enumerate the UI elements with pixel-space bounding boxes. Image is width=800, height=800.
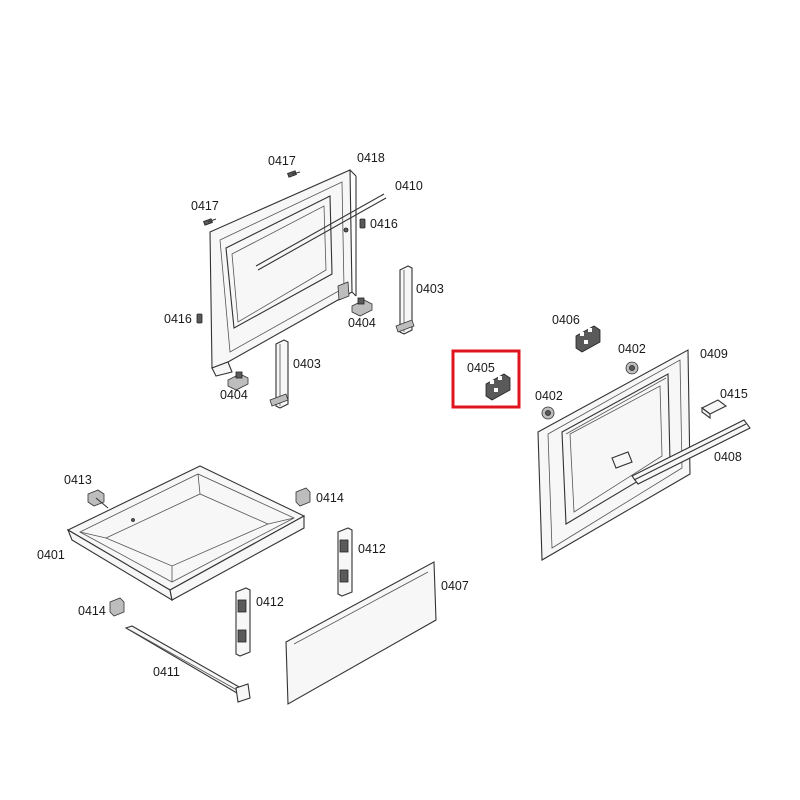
callout-0412-bottom: 0412 [256,595,284,609]
callout-0412-top: 0412 [358,542,386,556]
callout-0408: 0408 [714,450,742,464]
callout-0414-right: 0414 [316,491,344,505]
tray-clip-0414-right[interactable] [295,487,311,507]
tray-clip-0413[interactable] [87,489,109,509]
callout-0410: 0410 [395,179,423,193]
callout-0416-left: 0416 [164,312,192,326]
callout-0405: 0405 [467,361,495,375]
callout-0401: 0401 [37,548,65,562]
callout-0415: 0415 [720,387,748,401]
glass-pane-0410[interactable] [255,193,387,271]
callout-0404-right: 0404 [348,316,376,330]
tray-clip-0414-left[interactable] [109,597,125,617]
hinge-block-0406[interactable] [575,325,601,353]
callout-0411: 0411 [153,665,180,679]
hinge-0403-left[interactable] [269,339,289,409]
callout-0417-top: 0417 [268,154,296,168]
callout-0403-right: 0403 [416,282,444,296]
bearing-0402-bottom[interactable] [541,406,555,420]
slide-bracket-0412-top[interactable] [337,527,353,597]
handle-end-0415[interactable] [700,399,728,420]
bearing-0402-top[interactable] [625,361,639,375]
highlight-box-0405 [451,349,521,409]
callout-0416-right: 0416 [370,217,398,231]
bracket-0404-left[interactable] [227,371,249,391]
door-frame-0418[interactable] [209,169,357,377]
callout-0407: 0407 [441,579,469,593]
hinge-block-0405[interactable] [485,373,511,401]
outer-door-0409[interactable] [537,349,691,561]
baking-tray-0401[interactable] [66,465,306,602]
rail-0411[interactable] [124,625,251,703]
slide-bracket-0412-bottom[interactable] [235,587,251,657]
callout-0404-left: 0404 [220,388,248,402]
callout-0409: 0409 [700,347,728,361]
hinge-0403-right[interactable] [395,265,415,335]
callout-0406: 0406 [552,313,580,327]
callout-0402-top: 0402 [618,342,646,356]
bracket-0404-right[interactable] [351,297,373,317]
callout-0413: 0413 [64,473,92,487]
clip-0416-left[interactable] [196,313,203,324]
screw-0417-left[interactable] [203,218,217,226]
callout-0402-bottom: 0402 [535,389,563,403]
callout-0417-left: 0417 [191,199,219,213]
callout-0414-left: 0414 [78,604,106,618]
screw-0417-top[interactable] [287,170,301,178]
clip-0416-right[interactable] [359,218,366,229]
callout-0403-left: 0403 [293,357,321,371]
callout-labels: 0417 0418 0410 0417 0416 0403 0416 0404 … [37,151,748,679]
drawer-front-0407[interactable] [285,561,437,705]
callout-0418: 0418 [357,151,385,165]
handle-0408[interactable] [611,419,751,485]
